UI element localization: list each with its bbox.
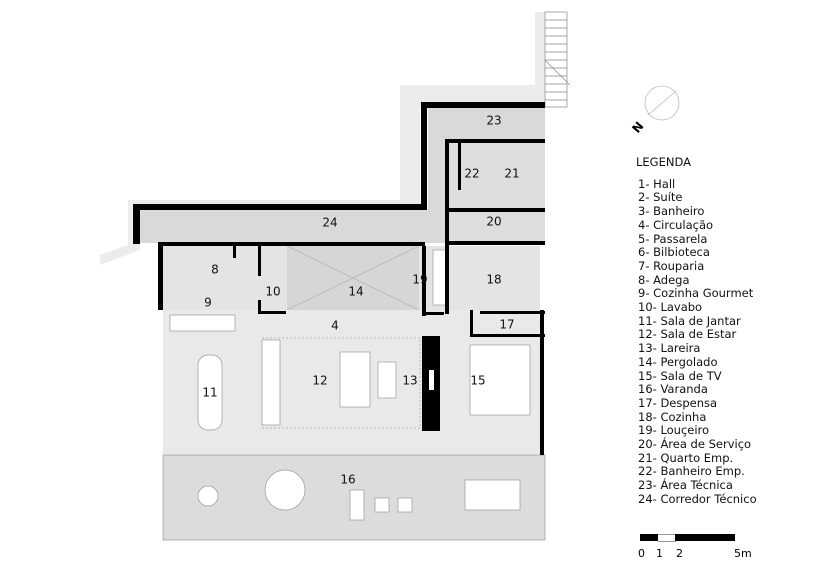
legend-item: 19- Louçeiro [638,423,710,438]
legend-item: 8- Adega [638,272,690,287]
legend-item: 20- Área de Serviço [638,437,752,452]
room-label-23: 23 [486,114,501,128]
room-label-20: 20 [486,215,501,229]
room-label-12: 12 [312,374,327,388]
room-label-8: 8 [211,263,219,277]
room-label-19: 19 [412,273,427,287]
legend-item: 7- Rouparia [638,258,705,273]
legend-item: 18- Cozinha [638,409,707,424]
legend-item: 11- Sala de Jantar [638,313,741,328]
legend-item: 3- Banheiro [638,204,705,219]
legend-item: 15- Sala de TV [638,368,722,383]
legend-item: 1- Hall [638,176,676,191]
legend: LEGENDA 1- Hall 2- Suíte 3- Banheiro 4- … [636,155,757,507]
room-label-13: 13 [402,374,417,388]
scale-label-5m: 5m [734,547,752,560]
walls [133,102,545,455]
room-label-10: 10 [265,285,280,299]
room-label-14: 14 [348,285,363,299]
room-label-9: 9 [204,296,212,310]
legend-item: 12- Sala de Estar [638,327,737,342]
room-label-11: 11 [202,386,217,400]
room-label-15: 15 [470,374,485,388]
scale-label-1: 1 [656,547,663,560]
scale-label-0: 0 [638,547,645,560]
legend-item: 17- Despensa [638,395,718,410]
room-label-22: 22 [464,167,479,181]
room-label-18: 18 [486,273,501,287]
legend-item: 13- Lareira [638,341,701,356]
corridor-24 [138,210,448,243]
legend-item: 14- Pergolado [638,354,718,369]
room-label-16: 16 [340,473,355,487]
room-label-4: 4 [331,319,339,333]
legend-item: 23- Área Técnica [638,478,733,493]
room-label-24: 24 [322,216,337,230]
area-23 [428,108,545,141]
terrain [100,12,545,265]
legend-item: 21- Quarto Emp. [638,450,734,465]
north-compass-icon: N [629,85,680,136]
legend-item: 4- Circulação [638,217,714,232]
legend-title: LEGENDA [636,155,691,169]
legend-item: 16- Varanda [638,382,708,397]
legend-item: 22- Banheiro Emp. [638,464,745,479]
scale-bar: 0 1 2 5m [638,534,752,564]
north-label: N [629,119,646,136]
legend-item: 24- Corredor Técnico [638,491,757,506]
exterior-stair [544,11,571,108]
room-label-21: 21 [504,167,519,181]
legend-item: 9- Cozinha Gourmet [638,286,754,301]
scale-label-2: 2 [676,547,683,560]
service-wing [449,143,545,241]
furniture [169,249,531,521]
room-label-17: 17 [499,318,514,332]
legend-item: 2- Suíte [638,190,683,205]
legend-item: 10- Lavabo [638,300,703,315]
legend-item: 6- Bilbioteca [638,245,710,260]
legend-item: 5- Passarela [638,231,708,246]
